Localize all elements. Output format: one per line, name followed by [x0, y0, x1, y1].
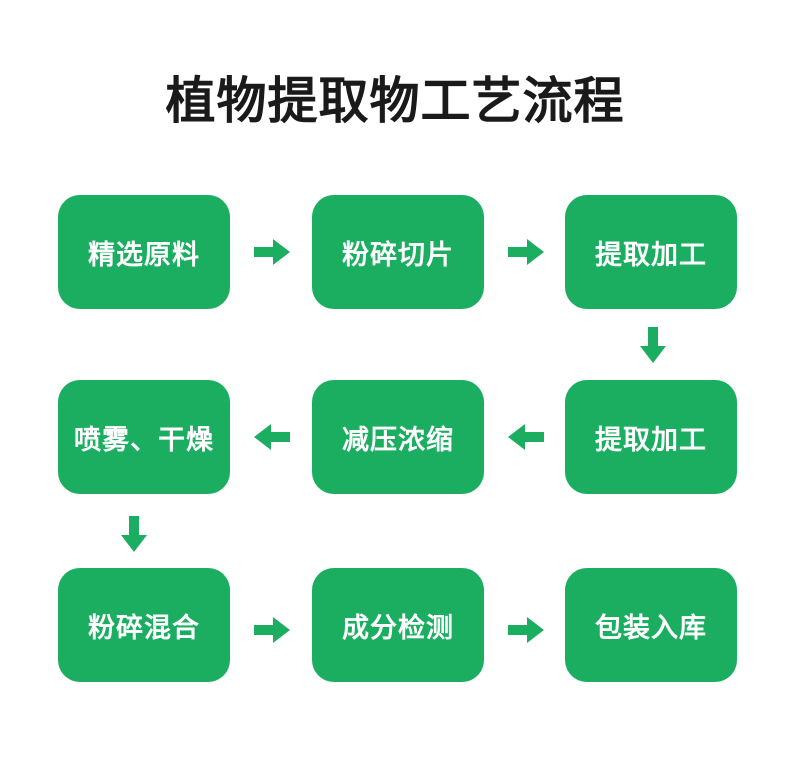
step-spray-dry: 喷雾、干燥: [58, 380, 230, 494]
step-label: 包装入库: [595, 612, 707, 644]
diagram-title: 植物提取物工艺流程: [165, 72, 625, 130]
down-arrow-icon: [121, 516, 147, 552]
step-component-test: 成分检测: [312, 568, 484, 682]
right-arrow-icon: [508, 239, 544, 265]
step-crush-mix: 粉碎混合: [58, 568, 230, 682]
step-label: 粉碎混合: [88, 612, 200, 644]
down-arrow-icon: [640, 327, 666, 363]
step-extraction-1: 提取加工: [565, 195, 737, 309]
step-label: 提取加工: [595, 239, 707, 271]
step-label: 粉碎切片: [342, 239, 454, 271]
step-extraction-2: 提取加工: [565, 380, 737, 494]
left-arrow-icon: [508, 424, 544, 450]
right-arrow-icon: [254, 617, 290, 643]
step-package-store: 包装入库: [565, 568, 737, 682]
step-select-materials: 精选原料: [58, 195, 230, 309]
step-label: 精选原料: [88, 239, 200, 271]
step-label: 成分检测: [342, 612, 454, 644]
right-arrow-icon: [254, 239, 290, 265]
step-label: 提取加工: [595, 424, 707, 456]
step-crush-slice: 粉碎切片: [312, 195, 484, 309]
step-label: 喷雾、干燥: [74, 424, 214, 456]
step-label: 减压浓缩: [342, 424, 454, 456]
right-arrow-icon: [508, 617, 544, 643]
step-vacuum-concentrate: 减压浓缩: [312, 380, 484, 494]
left-arrow-icon: [254, 424, 290, 450]
